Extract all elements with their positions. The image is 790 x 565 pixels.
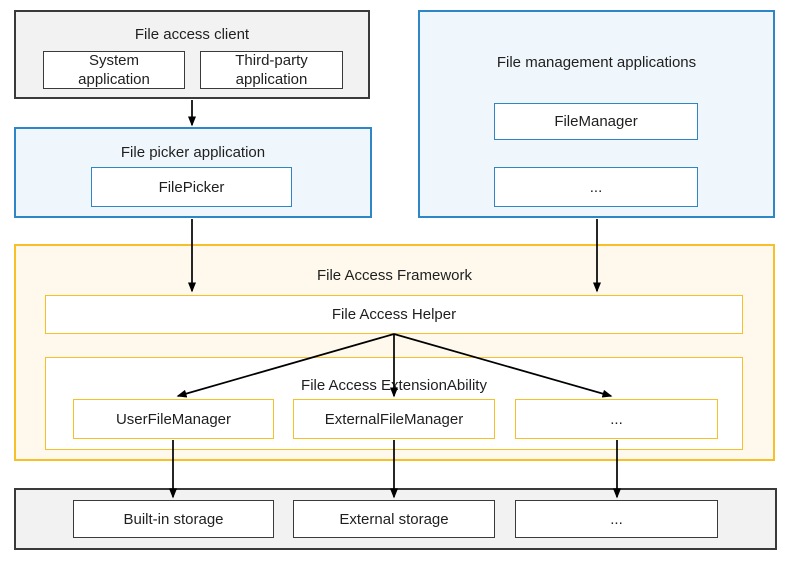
title-file-management-applications: File management applications (496, 54, 697, 71)
title-file-access-extensionability: File Access ExtensionAbility (301, 377, 487, 394)
node-externalfilemanager: ExternalFileManager (293, 399, 495, 439)
node-file-management-more: ... (494, 167, 698, 207)
title-file-access-client: File access client (134, 26, 250, 43)
node-externalfilemanager-label: ExternalFileManager (324, 410, 464, 428)
node-external-storage-label: External storage (339, 510, 449, 528)
node-file-access-helper: File Access Helper (45, 295, 743, 334)
node-external-storage: External storage (293, 500, 495, 538)
node-userfilemanager-label: UserFileManager (115, 410, 232, 428)
node-third-party-application-label: Third-party application (235, 52, 308, 88)
node-system-application: System application (43, 51, 185, 89)
node-file-access-helper-label: File Access Helper (331, 306, 457, 323)
node-filemanager: FileManager (494, 103, 698, 140)
node-file-management-more-label: ... (589, 178, 603, 196)
node-system-application-label: System application (78, 52, 150, 88)
node-built-in-storage: Built-in storage (73, 500, 274, 538)
node-filepicker: FilePicker (91, 167, 292, 207)
node-filemanager-label: FileManager (554, 113, 638, 130)
node-filepicker-label: FilePicker (158, 178, 225, 196)
node-built-in-storage-label: Built-in storage (123, 510, 224, 528)
node-storage-more: ... (515, 500, 718, 538)
node-userfilemanager: UserFileManager (73, 399, 274, 439)
title-file-access-framework: File Access Framework (316, 267, 473, 284)
title-file-picker-application: File picker application (120, 144, 266, 161)
node-extension-more-label: ... (610, 410, 623, 428)
node-extension-more: ... (515, 399, 718, 439)
node-storage-more-label: ... (610, 510, 623, 528)
node-third-party-application: Third-party application (200, 51, 343, 89)
